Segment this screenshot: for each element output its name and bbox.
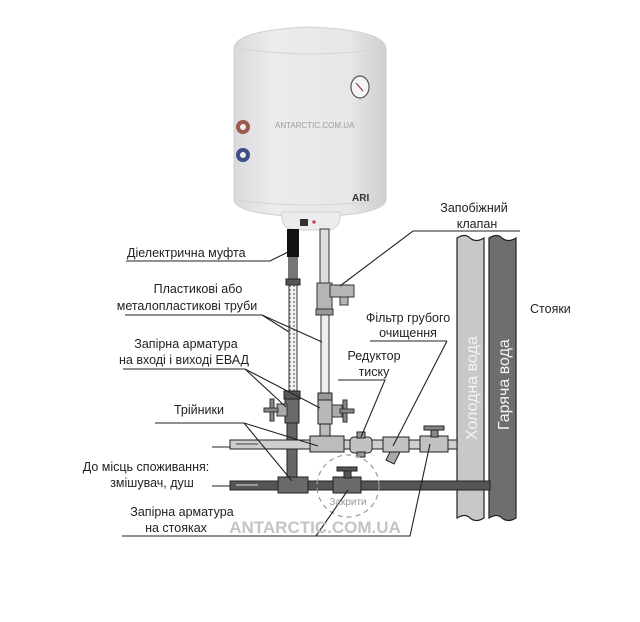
label-risers: Стояки — [530, 302, 571, 316]
label-consumers-line2: змішувач, душ — [110, 476, 194, 490]
hot-water-riser: Гаряча вода — [488, 234, 517, 522]
thermometer-gauge-icon — [350, 75, 370, 99]
hot-water-connector-icon — [236, 120, 250, 134]
label-shutoff-risers-line2: на стояках — [145, 521, 208, 535]
bottom-watermark: ANTARCTIC.COM.UA — [229, 518, 401, 537]
bypass-valve-closed — [332, 466, 362, 494]
label-shutoff-heater-line2: на вході і виході ЕВАД — [119, 353, 250, 367]
cold-tee — [309, 435, 345, 453]
cold-water-connector-icon — [236, 148, 250, 162]
power-led-icon — [312, 220, 316, 224]
control-indicator-icon — [300, 219, 308, 226]
leader-lines — [122, 230, 520, 537]
hot-tee — [277, 476, 309, 494]
label-consumers-line1: До місць споживання: — [83, 460, 209, 474]
safety-valve — [315, 282, 355, 316]
label-tees: Трійники — [174, 403, 224, 417]
piping — [229, 228, 491, 518]
label-shutoff-heater-line1: Запірна арматура — [134, 337, 237, 351]
label-pipes-line2: металопластикові труби — [117, 299, 258, 313]
hot-outlet-shutoff-valve — [263, 390, 301, 424]
coarse-filter — [382, 436, 410, 465]
label-pipes-line1: Пластикові або — [154, 282, 243, 296]
label-safety-valve-line2: клапан — [457, 217, 498, 231]
closed-valve-highlight-circle — [316, 454, 380, 518]
label-reducer-line1: Редуктор — [347, 349, 400, 363]
label-filter-line1: Фільтр грубого — [366, 311, 450, 325]
label-shutoff-risers-line1: Запірна арматура — [130, 505, 233, 519]
cold-riser-shutoff-valve — [419, 425, 449, 453]
label-safety-valve-line1: Запобіжний — [440, 201, 507, 215]
water-heater: ANTARCTIC.COM.UA ARI — [233, 26, 387, 231]
cold-inlet-shutoff-valve — [317, 392, 355, 425]
heater-brand-logo: ARI — [352, 193, 369, 204]
cold-water-riser: Холодна вода — [456, 234, 485, 522]
label-reducer-line2: тиску — [359, 365, 391, 379]
dielectric-coupling — [287, 229, 299, 257]
hot-water-riser-label: Гаряча вода — [496, 339, 513, 430]
label-filter-line2: очищення — [379, 326, 437, 340]
label-dielectric-coupling: Діелектрична муфта — [127, 246, 246, 260]
cold-water-riser-label: Холодна вода — [464, 336, 481, 440]
heater-watermark: ANTARCTIC.COM.UA — [275, 121, 355, 130]
label-close-note: Закрити — [329, 497, 366, 508]
